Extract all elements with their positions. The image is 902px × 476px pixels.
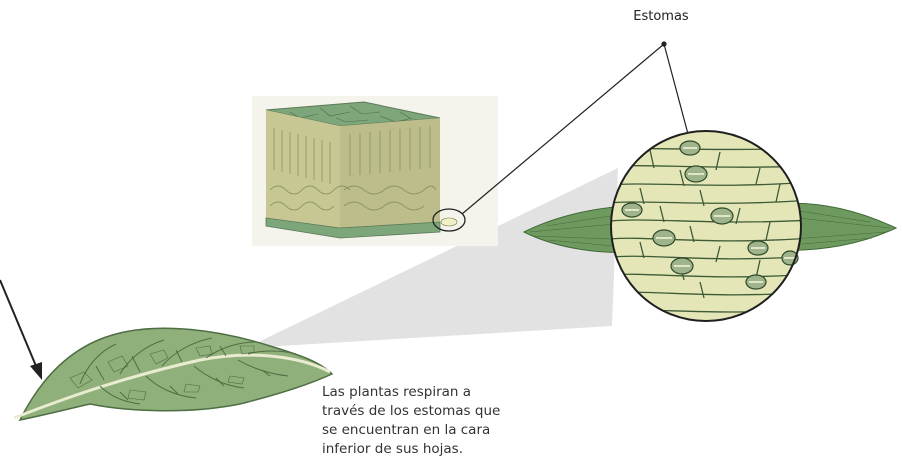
stomata-connector-lines xyxy=(461,43,689,215)
stomata-connector-dot xyxy=(661,41,667,47)
stoma-highlight-ring xyxy=(432,208,466,232)
leaf-illustration xyxy=(13,327,334,422)
magnified-stomata-disc xyxy=(610,130,802,322)
caption-line: se encuentran en la cara xyxy=(322,422,491,438)
magnified-leaf-surface xyxy=(522,202,898,253)
stomata-label: Estomas xyxy=(633,9,689,24)
tissue-cross-section xyxy=(252,96,498,246)
caption-line: través de los estomas que xyxy=(322,403,501,419)
magnification-projection xyxy=(246,168,618,348)
caption-text: Las plantas respiran a través de los est… xyxy=(322,383,537,459)
caption-line: Las plantas respiran a xyxy=(322,384,472,400)
leaf-pointer-arrow xyxy=(0,279,42,380)
caption-line: inferior de sus hojas. xyxy=(322,441,464,457)
